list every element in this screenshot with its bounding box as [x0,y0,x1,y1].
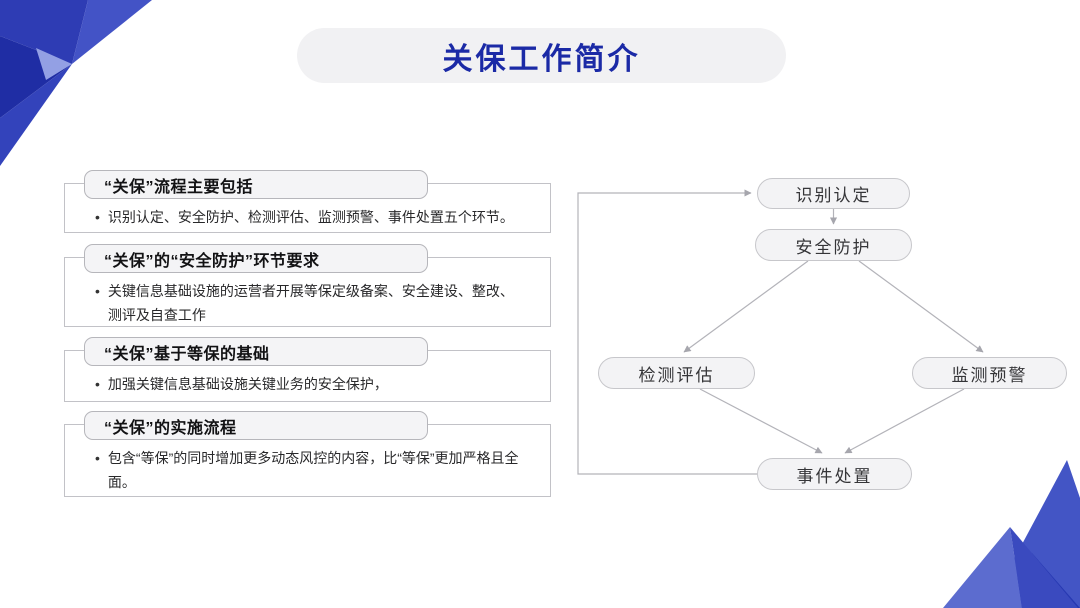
corner-decoration-top-left [0,0,152,166]
info-card-header-label: “关保”流程主要包括 [104,178,254,196]
bullet-icon: • [95,209,100,225]
info-card-implementation-flow: “关保”的实施流程 • 包含“等保”的同时增加更多动态风控的内容，比“等保”更加… [64,411,551,497]
flow-node-protect: 安全防护 [755,229,912,261]
flowchart: 识别认定 安全防护 检测评估 监测预警 事件处置 [560,160,1080,500]
bullet-text: 关键信息基础设施的运营者开展等保定级备案、安全建设、整改、测评及自查工作 [107,283,514,323]
flow-node-label: 安全防护 [795,237,872,257]
flow-node-label: 监测预警 [951,365,1028,385]
bullet-icon: • [95,283,100,299]
info-card-body: • 包含“等保”的同时增加更多动态风控的内容，比“等保”更加严格且全面。 [65,425,550,494]
info-card-body: • 关键信息基础设施的运营者开展等保定级备案、安全建设、整改、测评及自查工作 [65,258,550,327]
info-card-header-label: “关保”的“安全防护”环节要求 [104,252,320,270]
bullet-icon: • [95,376,100,392]
bullet-item: • 识别认定、安全防护、检测评估、监测预警、事件处置五个环节。 [95,205,526,229]
flow-node-identify: 识别认定 [757,178,910,209]
bullet-text: 识别认定、安全防护、检测评估、监测预警、事件处置五个环节。 [107,209,514,225]
info-card-header-label: “关保”的实施流程 [104,419,237,437]
flow-node-label: 识别认定 [795,186,872,205]
info-card-body: • 加强关键信息基础设施关键业务的安全保护， [65,351,550,396]
info-card-header-label: “关保”基于等保的基础 [104,345,270,363]
edge-incident-to-identify [577,189,757,475]
edge-assess-to-incident [699,388,823,454]
bullet-text: 加强关键信息基础设施关键业务的安全保护， [107,376,388,392]
flow-node-label: 事件处置 [796,466,873,486]
edge-protect-to-monitor [858,260,984,353]
flowchart-connectors [577,189,984,475]
info-card-header: “关保”的“安全防护”环节要求 [84,244,428,273]
info-card-process-overview: “关保”流程主要包括 • 识别认定、安全防护、检测评估、监测预警、事件处置五个环… [64,170,551,233]
info-card-protection-requirements: “关保”的“安全防护”环节要求 • 关键信息基础设施的运营者开展等保定级备案、安… [64,244,551,327]
edge-monitor-to-incident [844,388,965,454]
flow-node-incident: 事件处置 [757,458,912,490]
info-card-header: “关保”的实施流程 [84,411,428,440]
bullet-item: • 包含“等保”的同时增加更多动态风控的内容，比“等保”更加严格且全面。 [95,446,526,494]
bullet-item: • 关键信息基础设施的运营者开展等保定级备案、安全建设、整改、测评及自查工作 [95,279,526,327]
info-card-header: “关保”流程主要包括 [84,170,428,199]
info-card-based-on-dengbao: “关保”基于等保的基础 • 加强关键信息基础设施关键业务的安全保护， [64,337,551,402]
bullet-icon: • [95,450,100,466]
bullet-text: 包含“等保”的同时增加更多动态风控的内容，比“等保”更加严格且全面。 [107,450,519,490]
page-title-pill: 关保工作简介 [297,28,786,83]
edge-protect-to-assess [683,260,809,353]
bullet-item: • 加强关键信息基础设施关键业务的安全保护， [95,372,526,396]
flow-node-assess: 检测评估 [598,357,755,389]
flow-node-monitor: 监测预警 [912,357,1067,389]
info-card-header: “关保”基于等保的基础 [84,337,428,366]
info-card-body: • 识别认定、安全防护、检测评估、监测预警、事件处置五个环节。 [65,184,550,229]
flow-node-label: 检测评估 [638,365,715,385]
page-title: 关保工作简介 [442,42,641,76]
